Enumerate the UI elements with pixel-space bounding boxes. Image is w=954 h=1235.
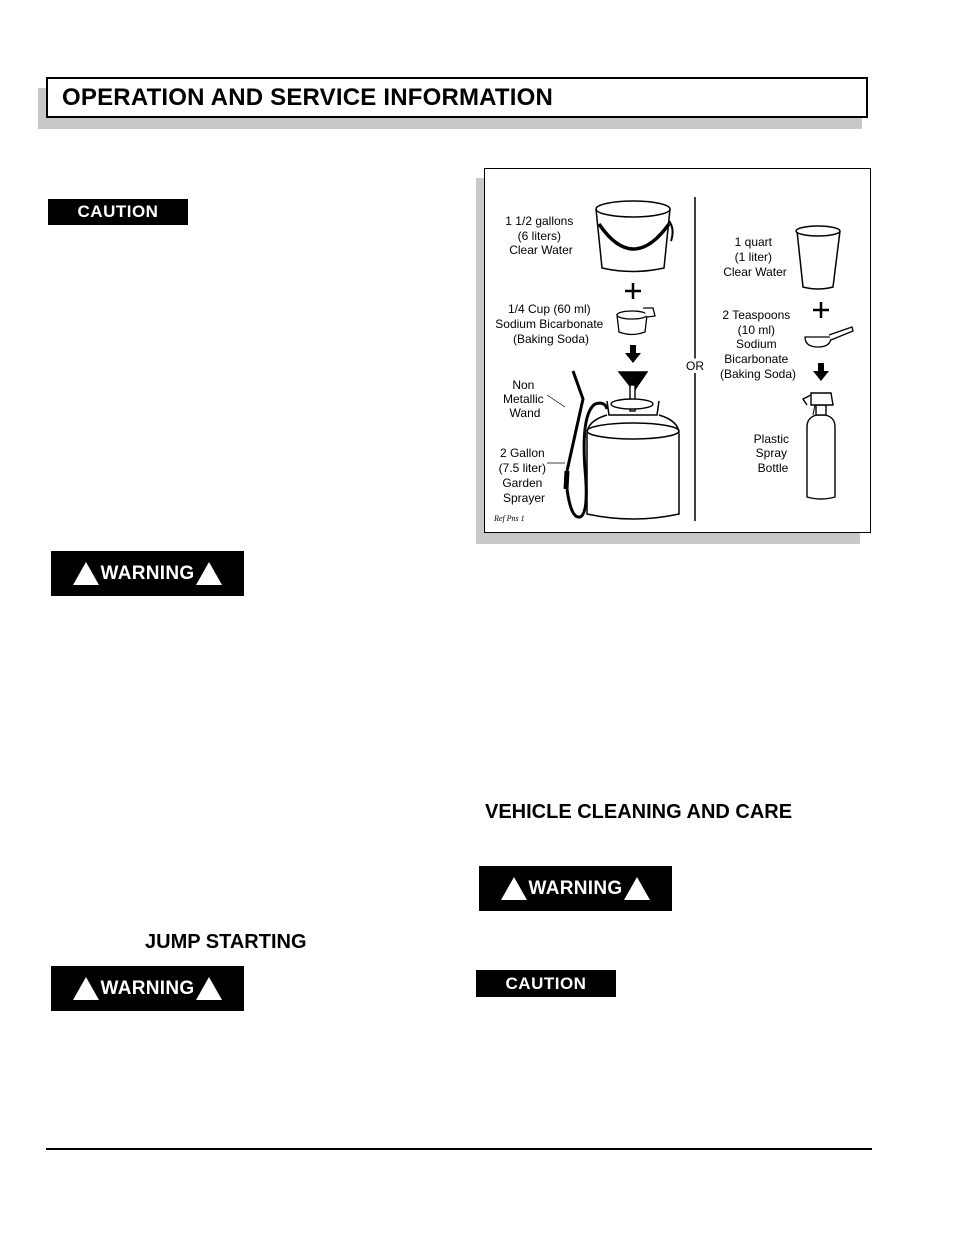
figure-ref: Ref Pns 1 [493,514,525,523]
down-arrow-icon [813,363,829,381]
warning-label: WARNING [479,866,672,911]
figure-drawing: 1 1/2 gallons (6 liters) Clear Water 1/4… [493,197,854,523]
warning-triangle-icon [72,562,99,585]
spray-bottle-icon [801,392,836,500]
bottom-rule [46,1148,872,1150]
measuring-cup-icon [616,307,656,336]
sprayer-text: 2 Gallon (7.5 liter) Garden Sprayer [499,446,550,505]
warning-triangle-icon [500,877,527,900]
left-soda-text: 1/4 Cup (60 ml) Sodium Bicarbonate (Baki… [495,302,606,346]
warning-label: WARNING [51,966,244,1011]
page-title: OPERATION AND SERVICE INFORMATION [62,84,554,111]
caution-label: CAUTION [48,199,188,225]
bucket-icon [595,200,674,273]
jump-starting-heading: JUMP STARTING [145,931,307,953]
right-water-text: 1 quart (1 liter) Clear Water [723,235,787,279]
warning-label: WARNING [51,551,244,596]
or-text: OR [686,359,704,373]
left-water-text: 1 1/2 gallons (6 liters) Clear Water [505,214,576,257]
garden-sprayer-icon [586,400,680,520]
wand-icon [546,370,609,519]
title-bar: OPERATION AND SERVICE INFORMATION [46,77,868,118]
glass-icon [795,225,841,290]
neutralizing-solution-figure: 1 1/2 gallons (6 liters) Clear Water 1/4… [484,168,871,533]
funnel-icon [610,371,654,412]
plus-icon [813,302,829,318]
warning-triangle-icon [72,977,99,1000]
vehicle-cleaning-heading: VEHICLE CLEANING AND CARE [485,801,793,823]
warning-triangle-icon [196,977,223,1000]
down-arrow-icon [625,345,641,363]
warning-triangle-icon [624,877,651,900]
right-soda-text: 2 Teaspoons (10 ml) Sodium Bicarbonate (… [720,308,796,381]
plus-icon [625,283,641,299]
wand-text: Non Metallic Wand [503,378,547,420]
teaspoon-icon [804,326,854,348]
caution-label: CAUTION [476,970,616,997]
bottle-text: Plastic Spray Bottle [754,432,793,475]
warning-triangle-icon [196,562,223,585]
